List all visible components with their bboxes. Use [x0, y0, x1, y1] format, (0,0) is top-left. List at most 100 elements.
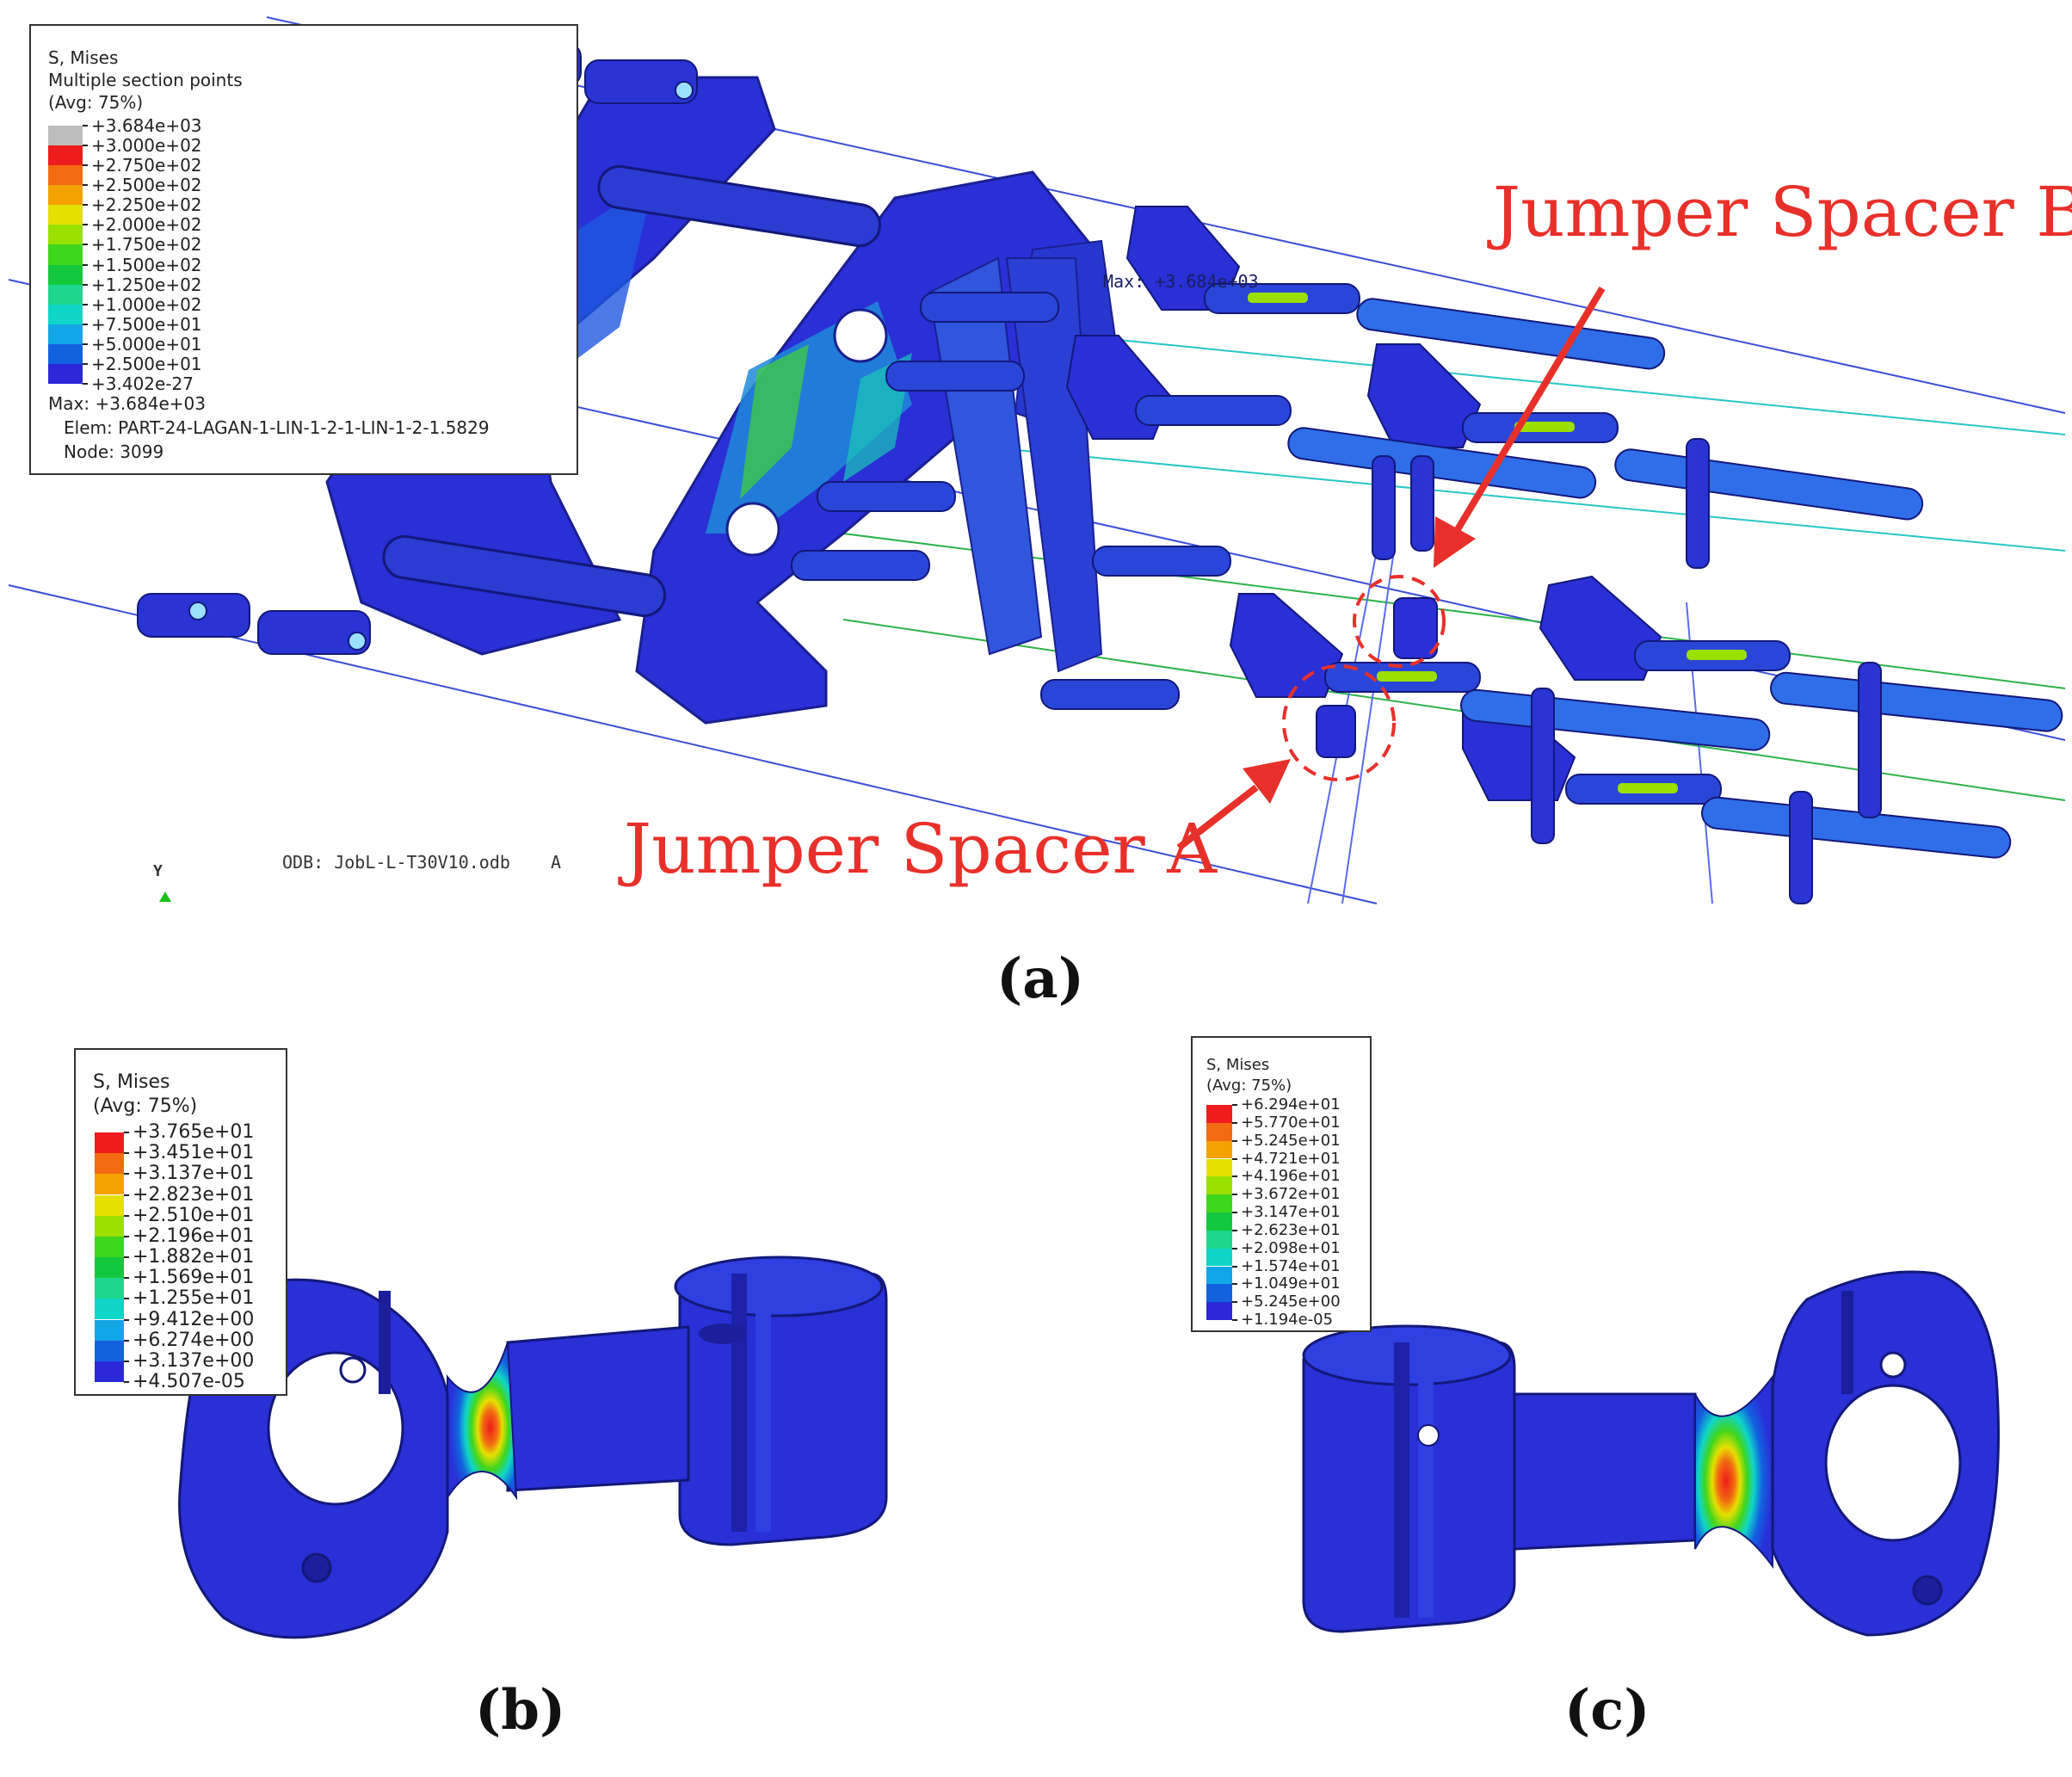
legend-b-title-line1: S, Mises [93, 1071, 170, 1093]
legend-b-swatch [95, 1215, 124, 1237]
legend-a-value-label: +1.750e+02 [91, 234, 202, 256]
legend-a-tick [83, 224, 88, 226]
legend-a-swatch [48, 363, 83, 384]
legend-b-swatch [95, 1132, 124, 1154]
callout-jumper-spacer-a: Jumper Spacer A [624, 809, 1217, 889]
caption-a: (a) [996, 947, 1085, 1011]
legend-c-swatch [1206, 1105, 1232, 1123]
legend-b-value-label: +1.255e+01 [133, 1287, 255, 1310]
legend-c-value-label: +1.574e+01 [1241, 1256, 1341, 1275]
legend-b-title-line2: (Avg: 75%) [93, 1095, 198, 1117]
callout-jumper-spacer-b: Jumper Spacer B [1493, 172, 2072, 252]
legend-a-title: S, Mises Multiple section points (Avg: 7… [48, 47, 243, 113]
stress-legend-a: S, Mises Multiple section points (Avg: 7… [29, 24, 578, 475]
legend-c-swatch [1206, 1212, 1232, 1231]
legend-a-elem: Elem: PART-24-LAGAN-1-LIN-1-2-1-LIN-1-2-… [64, 417, 490, 438]
legend-a-swatch [48, 264, 83, 285]
legend-a-swatch [48, 126, 83, 146]
legend-a-value-label: +2.500e+01 [91, 353, 202, 374]
legend-c-value-label: +1.049e+01 [1241, 1274, 1341, 1293]
legend-a-value-label: +3.684e+03 [91, 115, 202, 136]
legend-a-tick [83, 204, 88, 207]
legend-c-tick [1232, 1212, 1237, 1213]
legend-a-value-label: +1.250e+02 [91, 274, 202, 295]
legend-a-tick [83, 244, 88, 246]
legend-c-value-label: +3.672e+01 [1241, 1185, 1341, 1204]
legend-a-value-label: +2.250e+02 [91, 194, 202, 216]
legend-c-title-line2: (Avg: 75%) [1206, 1077, 1292, 1095]
legend-c-value-label: +5.245e+01 [1241, 1131, 1341, 1150]
odb-tail: A [551, 852, 562, 873]
stress-legend-c: S, Mises (Avg: 75%) +6.294e+01+5.770e+01… [1191, 1036, 1372, 1332]
legend-c-value-label: +5.245e+00 [1241, 1293, 1341, 1311]
axis-triad-icon [159, 892, 171, 902]
legend-a-value-label: +5.000e+01 [91, 333, 202, 355]
max-marker-label: Max: +3.684e+03 [1103, 271, 1259, 292]
legend-b-value-label: +2.823e+01 [133, 1183, 255, 1206]
legend-b-colorbar: +3.765e+01+3.451e+01+3.137e+01+2.823e+01… [95, 1123, 284, 1391]
legend-a-swatch [48, 205, 83, 225]
legend-c-title-line1: S, Mises [1206, 1056, 1270, 1074]
legend-a-value-label: +3.000e+02 [91, 135, 202, 157]
caption-c: (c) [1564, 1678, 1650, 1743]
legend-c-tick [1232, 1104, 1237, 1106]
legend-a-tick [83, 362, 88, 365]
legend-b-tick [124, 1152, 129, 1155]
legend-b-value-label: +3.137e+01 [133, 1163, 255, 1185]
legend-c-value-label: +1.194e-05 [1241, 1311, 1334, 1329]
legend-b-tick [124, 1194, 129, 1196]
legend-c-value-label: +3.147e+01 [1241, 1203, 1341, 1221]
axis-y-label: Y [153, 862, 163, 880]
legend-a-swatch [48, 145, 83, 166]
legend-b-swatch [95, 1236, 124, 1257]
caption-b: (b) [475, 1678, 566, 1743]
legend-c-swatch [1206, 1122, 1232, 1141]
panel-b: S, Mises (Avg: 75%) +3.765e+01+3.451e+01… [0, 1015, 1033, 1777]
legend-c-colorbar: +6.294e+01+5.770e+01+5.245e+01+4.721e+01… [1206, 1097, 1368, 1328]
legend-a-tick [83, 323, 88, 325]
legend-c-swatch [1206, 1284, 1232, 1303]
legend-b-value-label: +4.507e-05 [133, 1371, 245, 1392]
legend-a-tick [83, 283, 88, 286]
legend-a-colorbar: +3.684e+03+3.000e+02+2.750e+02+2.500e+02… [48, 117, 564, 392]
spacer-b-highlight-circle [1353, 575, 1446, 668]
callout-arrow-a [1176, 759, 1291, 851]
legend-c-tick [1232, 1121, 1237, 1124]
legend-b-tick [124, 1381, 129, 1383]
legend-c-value-label: +5.770e+01 [1241, 1113, 1341, 1132]
legend-c-swatch [1206, 1176, 1232, 1195]
legend-a-tick [83, 125, 88, 126]
legend-a-value-label: +2.500e+02 [91, 175, 202, 196]
legend-b-tick [124, 1360, 129, 1362]
legend-b-swatch [95, 1319, 124, 1341]
legend-a-swatch [48, 343, 83, 364]
legend-b-tick [124, 1214, 129, 1217]
legend-b-value-label: +3.451e+01 [133, 1142, 255, 1164]
legend-c-value-label: +4.196e+01 [1241, 1167, 1341, 1186]
legend-b-value-label: +6.274e+00 [133, 1329, 255, 1351]
legend-b-tick [124, 1256, 129, 1258]
legend-b-tick [124, 1318, 129, 1321]
legend-b-swatch [95, 1257, 124, 1279]
legend-a-value-label: +1.500e+02 [91, 254, 202, 275]
legend-a-value-label: +2.000e+02 [91, 214, 202, 236]
legend-b-value-label: +2.510e+01 [133, 1204, 255, 1226]
panel-a: S, Mises Multiple section points (Avg: 7… [8, 16, 2072, 1011]
legend-c-tick [1232, 1229, 1237, 1231]
legend-c-swatch [1206, 1230, 1232, 1249]
legend-b-swatch [95, 1278, 124, 1299]
legend-a-swatch [48, 324, 83, 344]
legend-c-tick [1232, 1319, 1237, 1321]
legend-c-tick [1232, 1265, 1237, 1268]
legend-a-swatch [48, 244, 83, 265]
legend-a-value-label: +1.000e+02 [91, 293, 202, 315]
legend-a-tick [83, 263, 88, 266]
legend-c-tick [1232, 1301, 1237, 1304]
legend-c-swatch [1206, 1266, 1232, 1285]
legend-b-value-label: +3.137e+00 [133, 1349, 255, 1372]
legend-b-tick [124, 1298, 129, 1300]
legend-b-value-label: +2.196e+01 [133, 1225, 255, 1247]
legend-b-tick [124, 1339, 129, 1342]
odb-filename: ODB: JobL-L-T30V10.odb [282, 852, 510, 873]
legend-a-tick [83, 145, 88, 147]
